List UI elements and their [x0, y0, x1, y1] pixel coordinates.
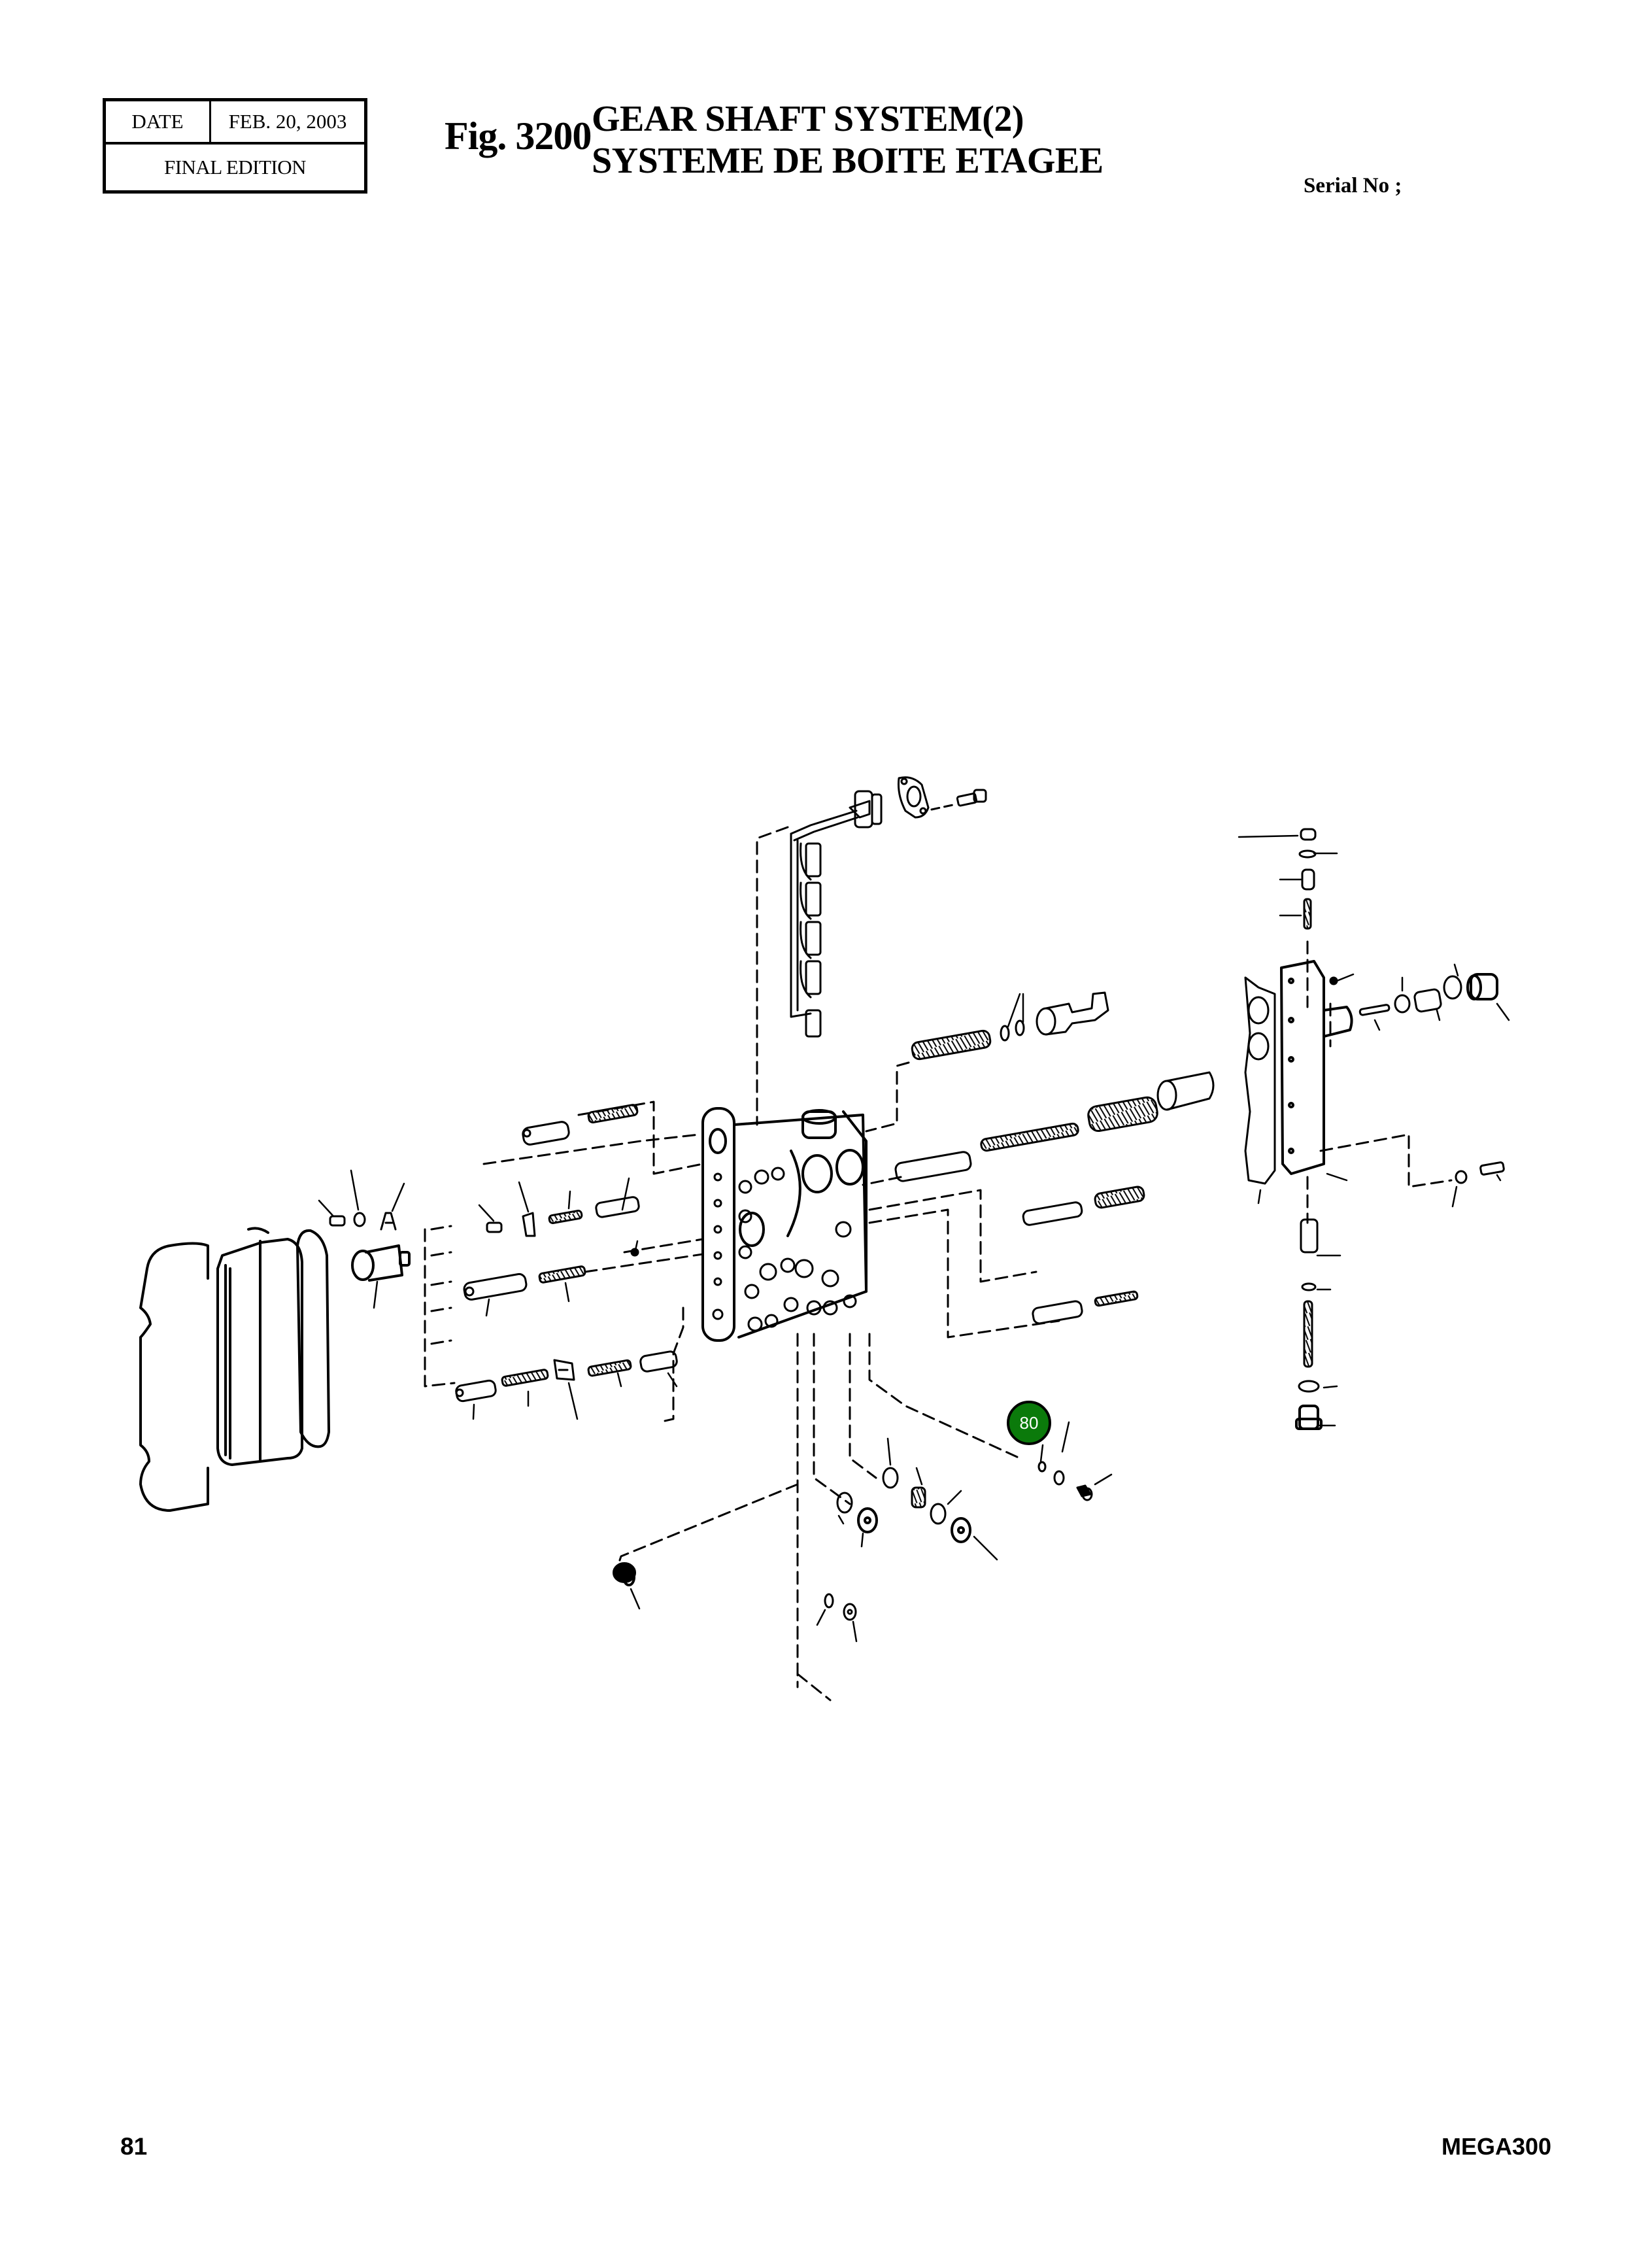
spring-vertical-bottom	[1303, 1300, 1313, 1368]
o-ring-80b	[1053, 1470, 1065, 1486]
serial-number-label: Serial No ;	[1304, 174, 1402, 197]
o-ring-right	[1443, 975, 1462, 1000]
cover-gasket	[296, 1229, 330, 1448]
date-row: DATE FEB. 20, 2003	[106, 101, 364, 145]
leader-lines	[318, 834, 1510, 1643]
plunger-nut	[1394, 994, 1411, 1014]
separator-gasket	[1244, 976, 1276, 1185]
bolt-right	[1479, 1161, 1505, 1176]
plug-bottom	[1295, 1405, 1323, 1430]
spool-low-right	[1032, 1300, 1083, 1325]
pin	[1358, 1004, 1391, 1016]
plug-top	[1300, 828, 1317, 841]
o-ring-lower-d	[824, 1593, 834, 1609]
o-ring-top	[1298, 849, 1317, 859]
spring-bottom-left	[501, 1369, 549, 1387]
connector-flange	[898, 776, 930, 819]
sleeve-long-row	[1156, 1071, 1215, 1111]
u-clip	[553, 1359, 575, 1381]
date-value: FEB. 20, 2003	[228, 110, 347, 133]
valve-bottom	[1300, 1218, 1319, 1254]
spool-bottom-left	[455, 1379, 497, 1403]
valve-body	[701, 1107, 868, 1342]
wiring-harness	[790, 790, 883, 1038]
spring-mid-right	[1094, 1186, 1145, 1209]
plug-lower-c	[843, 1603, 857, 1621]
check-ball-left	[630, 1248, 639, 1257]
valve-cover	[216, 1227, 303, 1466]
washer-right	[1455, 1170, 1468, 1184]
spring-top-row	[911, 1029, 992, 1061]
title-french: SYSTEME DE BOITE ETAGEE	[592, 141, 1104, 181]
title-english: GEAR SHAFT SYSTEM(2)	[592, 99, 1024, 139]
plug-lower-b	[951, 1517, 971, 1543]
o-ring-lower-b	[836, 1492, 853, 1514]
spool-bottom-mid	[639, 1350, 678, 1373]
cover-bolt	[329, 1215, 346, 1227]
plug-lower-a	[857, 1507, 878, 1533]
spool-long-row	[894, 1151, 972, 1182]
o-rings-top-row	[1000, 1019, 1025, 1042]
spring-upper-left	[587, 1104, 639, 1124]
o-ring-bottom	[1298, 1380, 1320, 1393]
spring-long-thick	[1087, 1096, 1158, 1133]
model-code: MEGA300	[1441, 2133, 1552, 2160]
spool-valve-lower-left	[463, 1272, 528, 1301]
spool-mid-right	[1022, 1201, 1083, 1226]
check-ball-right	[1329, 976, 1338, 985]
o-ring-lower-a	[882, 1467, 899, 1489]
edition-label: FINAL EDITION	[163, 156, 307, 179]
plug-right	[1466, 973, 1498, 1000]
end-plate	[1280, 960, 1353, 1175]
small-bolt	[486, 1221, 503, 1233]
spring-vertical-top	[1303, 898, 1312, 930]
plunger-mid-left	[595, 1196, 640, 1218]
spring-bottom-mid	[587, 1359, 632, 1377]
o-ring-lower-c	[930, 1503, 947, 1525]
spring-lower-left	[538, 1265, 586, 1284]
sleeve-top-row	[1036, 991, 1109, 1036]
part-callout-80[interactable]: 80	[1007, 1401, 1051, 1445]
o-ring-mid-bottom	[1301, 1282, 1317, 1291]
temperature-sensor	[351, 1244, 411, 1282]
plug-80	[1076, 1484, 1093, 1501]
spring-mid-left	[548, 1210, 583, 1224]
spring-low-right	[1094, 1290, 1139, 1307]
solenoid-plug-lower-left	[613, 1562, 636, 1586]
valve-top	[1301, 868, 1315, 891]
cover-washer	[353, 1212, 366, 1227]
cover-clip	[380, 1212, 397, 1231]
spool-valve-upper-left	[522, 1121, 570, 1146]
assembly-leader-lines	[424, 826, 1453, 1701]
figure-number: Fig. 3200	[445, 114, 592, 158]
date-label: DATE	[106, 101, 211, 142]
retaining-plate	[522, 1212, 536, 1237]
o-ring-80	[1037, 1461, 1047, 1473]
cover-retaining-wire	[139, 1242, 209, 1512]
date-edition-box: DATE FEB. 20, 2003 FINAL EDITION	[103, 98, 367, 194]
spring-lower-short	[911, 1486, 926, 1509]
page-number: 81	[120, 2133, 148, 2160]
spring-long-thin	[980, 1122, 1079, 1152]
adjuster-sleeve	[1413, 988, 1442, 1013]
page-title: GEAR SHAFT SYSTEM(2) SYSTEME DE BOITE ET…	[592, 98, 1104, 182]
flange-bolt	[930, 789, 987, 811]
